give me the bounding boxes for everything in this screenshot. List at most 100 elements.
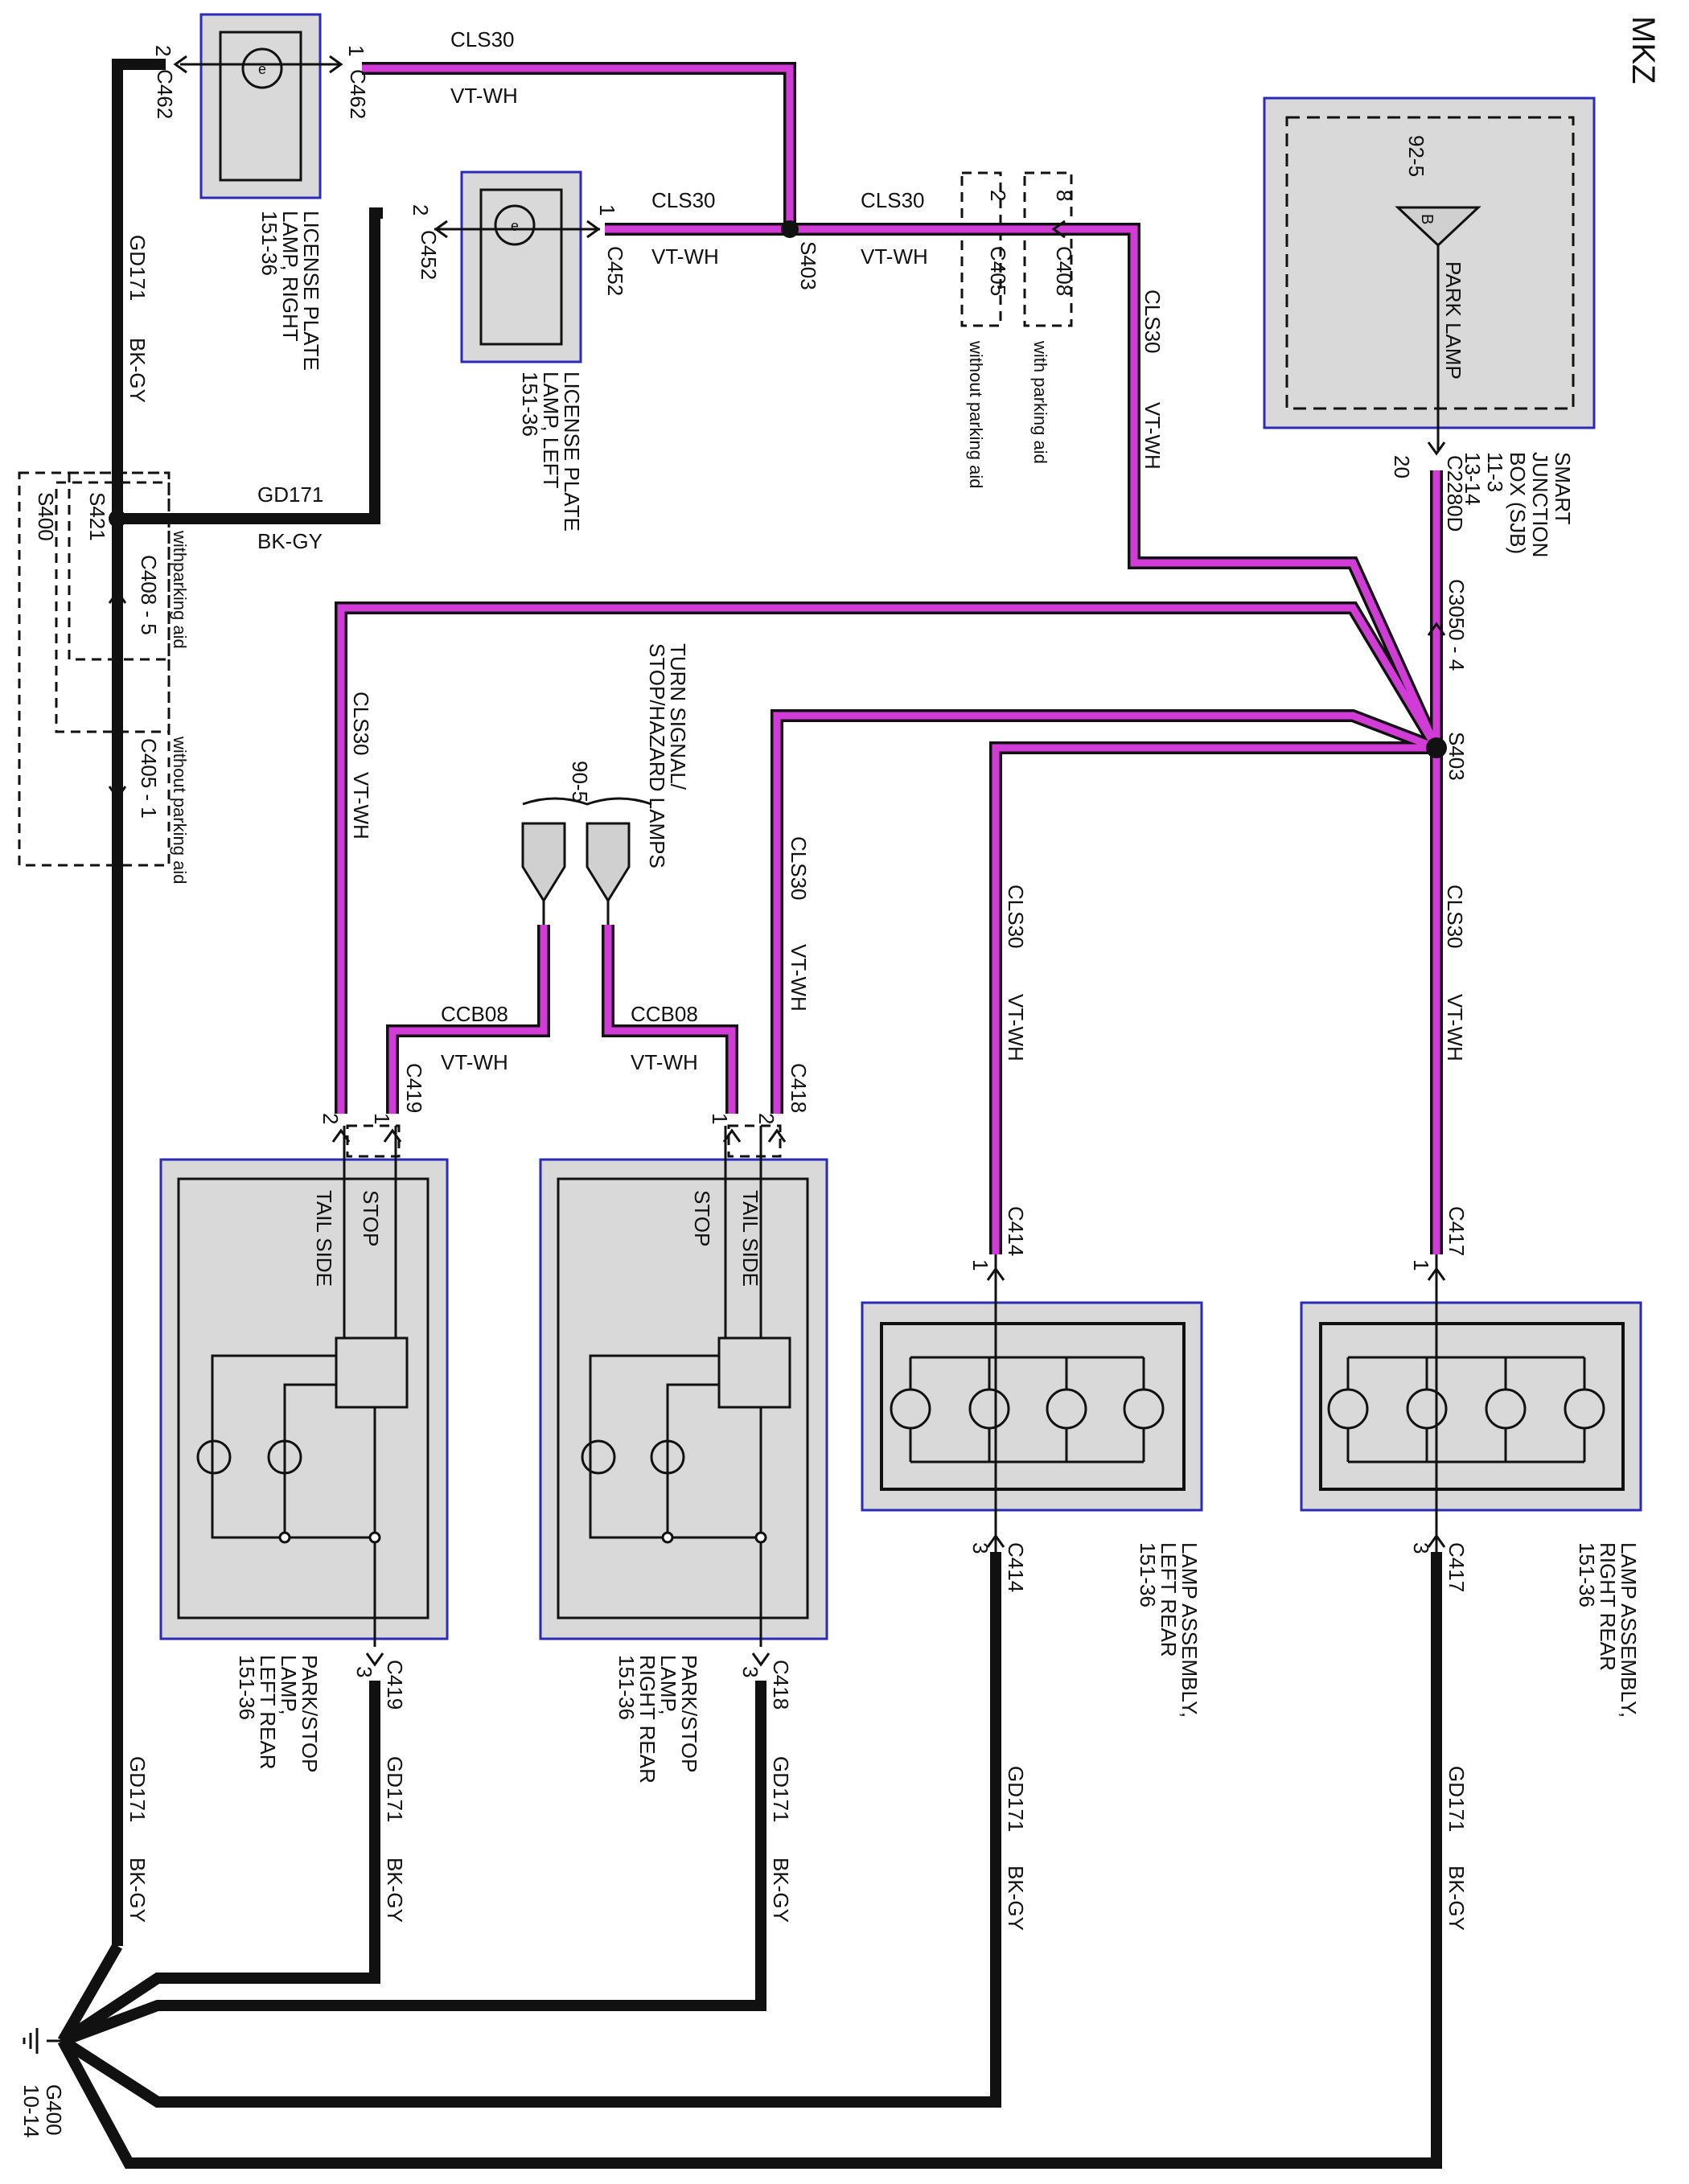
pin: 2	[151, 45, 175, 56]
svg-text:LAMP ASSEMBLY,: LAMP ASSEMBLY,	[1617, 1542, 1641, 1718]
pin: 3	[738, 1666, 762, 1677]
svg-text:STOP/HAZARD LAMPS: STOP/HAZARD LAMPS	[645, 643, 669, 868]
pin: 2	[986, 190, 1010, 201]
wire-label: VT-WH	[861, 244, 928, 269]
wire-label: BK-GY	[125, 338, 150, 403]
connector-c418-top: C418	[787, 1063, 811, 1113]
pin: 1	[370, 1113, 394, 1124]
connector-c418-bot: C418	[769, 1660, 793, 1710]
ground-label: G400	[42, 2084, 66, 2136]
wire-label: BK-GY	[125, 1858, 150, 1923]
pin: 2	[754, 1113, 779, 1124]
splice-s400: S400	[34, 492, 58, 541]
connector-c419-bot: C419	[383, 1660, 407, 1710]
bulb-icon: e	[511, 218, 519, 234]
wire-label: CLS30	[1443, 885, 1467, 949]
turn-signal-symbols	[521, 797, 652, 925]
wire-label: GD171	[125, 235, 150, 301]
wire-label: CLS30	[1004, 885, 1028, 949]
svg-text:151-36: 151-36	[1136, 1542, 1160, 1607]
connector-c462-right: C462	[346, 69, 370, 119]
svg-text:LAMP,: LAMP,	[656, 1655, 680, 1715]
svg-text:LICENSE PLATE: LICENSE PLATE	[560, 372, 584, 532]
splice-s403: S403	[796, 241, 820, 290]
svg-text:PARK/STOP: PARK/STOP	[298, 1655, 322, 1772]
pin: 1	[1409, 1259, 1433, 1271]
c3050-label: C3050 - 4	[1444, 579, 1469, 671]
connector-c419-top: C419	[402, 1063, 426, 1113]
s403-label-b: S403	[1444, 732, 1469, 781]
wire-label: CLS30	[450, 27, 515, 51]
svg-text:LICENSE PLATE: LICENSE PLATE	[299, 211, 323, 371]
purple-wires	[335, 62, 1443, 1254]
connector-c408: C408	[1052, 246, 1076, 296]
ground-wires	[57, 59, 1442, 2169]
connector-c414-bot: C414	[1004, 1542, 1028, 1592]
wire-label: VT-WH	[787, 944, 811, 1012]
wire-label: VT-WH	[349, 772, 373, 840]
svg-text:13-14: 13-14	[1461, 452, 1485, 506]
wire-label: CCB08	[631, 1002, 698, 1026]
svg-text:RIGHT REAR: RIGHT REAR	[1596, 1542, 1620, 1671]
wire-label: VT-WH	[1140, 402, 1165, 470]
connector-c417-bot: C417	[1444, 1542, 1469, 1592]
turn-signal-ref: 90-5	[568, 761, 592, 803]
license-plate-lamp-right: e	[199, 13, 322, 199]
wire-label: GD171	[1444, 1766, 1469, 1832]
license-left-label: LICENSE PLATE LAMP, LEFT 151-36	[518, 372, 584, 532]
wire-label: GD171	[769, 1756, 793, 1822]
svg-text:LEFT REAR: LEFT REAR	[1157, 1542, 1181, 1657]
sjb-pin: 20	[1390, 455, 1414, 478]
lamp-stop-label: STOP	[359, 1190, 383, 1246]
pin: 3	[1409, 1542, 1433, 1554]
park-stop-lamp-right-rear	[539, 1126, 828, 1647]
ground-ref: 10-14	[19, 2084, 43, 2138]
wire-label: CLS30	[861, 188, 925, 212]
lamp-tail-label: TAIL SIDE	[312, 1190, 336, 1287]
wire-label: BK-GY	[257, 529, 323, 553]
connector-c405: C405	[986, 246, 1010, 296]
wire-label: GD171	[125, 1756, 150, 1822]
park-stop-rr-label: PARK/STOP LAMP, RIGHT REAR 151-36	[614, 1655, 701, 1784]
sjb-label: SMART JUNCTION BOX (SJB) 11-3 13-14	[1461, 452, 1575, 557]
wire-label: CLS30	[651, 188, 716, 212]
svg-text:BOX (SJB): BOX (SJB)	[1506, 452, 1530, 554]
park-stop-lamp-left-rear	[159, 1126, 449, 1647]
wire-label: GD171	[1004, 1766, 1028, 1832]
wire-label: VT-WH	[1004, 994, 1028, 1061]
lamp-tail-label: TAIL SIDE	[738, 1190, 762, 1287]
license-plate-lamp-left: e	[460, 170, 582, 363]
wire-label: BK-GY	[383, 1858, 407, 1923]
pin: 3	[352, 1666, 376, 1677]
svg-text:LAMP, RIGHT: LAMP, RIGHT	[278, 211, 302, 342]
svg-text:151-36: 151-36	[614, 1655, 639, 1720]
svg-text:LEFT REAR: LEFT REAR	[256, 1655, 280, 1770]
svg-text:151-36: 151-36	[1575, 1542, 1599, 1607]
bulb-icon: e	[258, 61, 266, 77]
lamp-stop-label: STOP	[690, 1190, 714, 1246]
lamp-assembly-left-rear	[861, 1301, 1203, 1512]
lamp-assy-rr-label: LAMP ASSEMBLY, RIGHT REAR 151-36	[1575, 1542, 1641, 1718]
wire-label: BK-GY	[1444, 1866, 1469, 1931]
wire-label: VT-WH	[450, 84, 518, 108]
note-without: without parking aid	[966, 340, 986, 488]
svg-text:LAMP ASSEMBLY,: LAMP ASSEMBLY,	[1177, 1542, 1202, 1718]
wire-label: GD171	[257, 482, 323, 507]
note-with: with parking aid	[1030, 340, 1050, 464]
svg-text:PARK/STOP: PARK/STOP	[677, 1655, 701, 1772]
connector-c414-top: C414	[1004, 1206, 1028, 1256]
wire-label: CLS30	[349, 692, 373, 756]
svg-text:LAMP,: LAMP,	[277, 1655, 301, 1715]
pin: 1	[708, 1113, 732, 1124]
ground-icon	[23, 2028, 63, 2054]
connector-c417-top: C417	[1444, 1206, 1469, 1256]
sjb-ref: 92-5	[1404, 135, 1428, 177]
sjb-fuse-letter: B	[1418, 214, 1436, 224]
connector-c408-5: C408 - 5	[137, 555, 161, 635]
pin: 8	[1052, 190, 1076, 201]
wire-label: BK-GY	[1004, 1866, 1028, 1931]
pin: 2	[409, 204, 433, 216]
svg-text:151-36: 151-36	[235, 1655, 259, 1720]
wire-label: BK-GY	[769, 1858, 793, 1923]
